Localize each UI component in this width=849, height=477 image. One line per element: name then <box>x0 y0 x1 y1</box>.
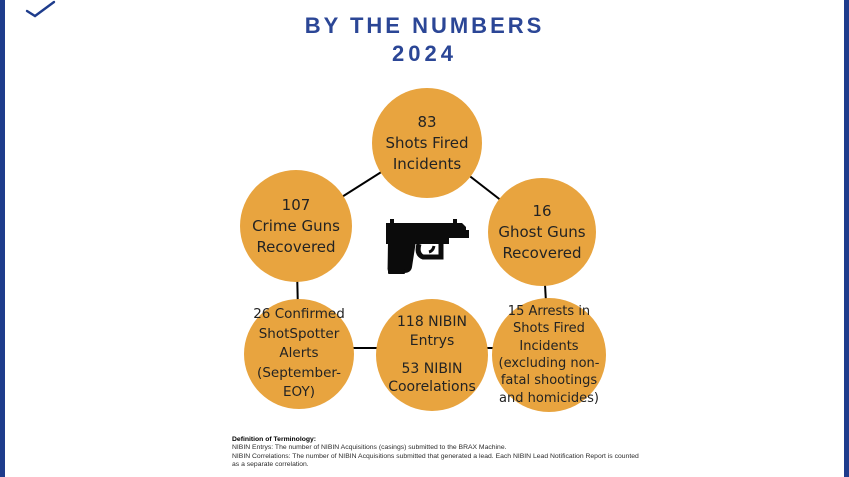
spacer <box>376 351 488 360</box>
pen-checkmark-icon <box>25 0 56 18</box>
stat-circle-nibin: 118 NIBIN Entrys 53 NIBIN Coorelations <box>376 299 488 411</box>
stat-circle-shots-fired: 83 Shots Fired Incidents <box>372 88 482 198</box>
stat-circle-text: 107 Crime Guns Recovered <box>252 195 340 256</box>
title-line-1: BY THE NUMBERS <box>304 13 545 38</box>
title-line-2: 2024 <box>392 40 457 66</box>
stat-circle-ghost-guns: 16 Ghost Guns Recovered <box>488 178 596 286</box>
pistol-icon <box>386 219 469 274</box>
nibin-correlations-text: 53 NIBIN Coorelations <box>388 360 476 396</box>
stat-circle-text: 15 Arrests in Shots Fired Incidents (exc… <box>498 303 600 406</box>
right-border-bar <box>844 0 849 477</box>
stat-circle-crime-guns: 107 Crime Guns Recovered <box>240 170 352 282</box>
stat-circle-text: 83 Shots Fired Incidents <box>385 112 469 173</box>
terminology-footnote: Definition of Terminology: NIBIN Entrys:… <box>232 436 662 469</box>
stat-circle-text: 16 Ghost Guns Recovered <box>498 201 586 262</box>
page-title: BY THE NUMBERS 2024 <box>0 12 849 67</box>
nibin-entries-text: 118 NIBIN Entrys <box>397 313 467 349</box>
footnote-heading: Definition of Terminology: <box>232 436 317 443</box>
footnote-entry-definition: NIBIN Entrys: The number of NIBIN Acquis… <box>232 444 507 452</box>
left-border-bar <box>0 0 5 477</box>
stat-circle-shotspotter: 26 Confirmed ShotSpotter Alerts (Septemb… <box>244 299 354 409</box>
footnote-correlation-definition: NIBIN Correlations: The number of NIBIN … <box>232 452 639 468</box>
stat-circle-text: 26 Confirmed ShotSpotter Alerts (Septemb… <box>253 306 345 401</box>
stat-circle-arrests: 15 Arrests in Shots Fired Incidents (exc… <box>492 298 606 412</box>
stat-circle-text: 118 NIBIN Entrys 53 NIBIN Coorelations <box>376 313 488 398</box>
